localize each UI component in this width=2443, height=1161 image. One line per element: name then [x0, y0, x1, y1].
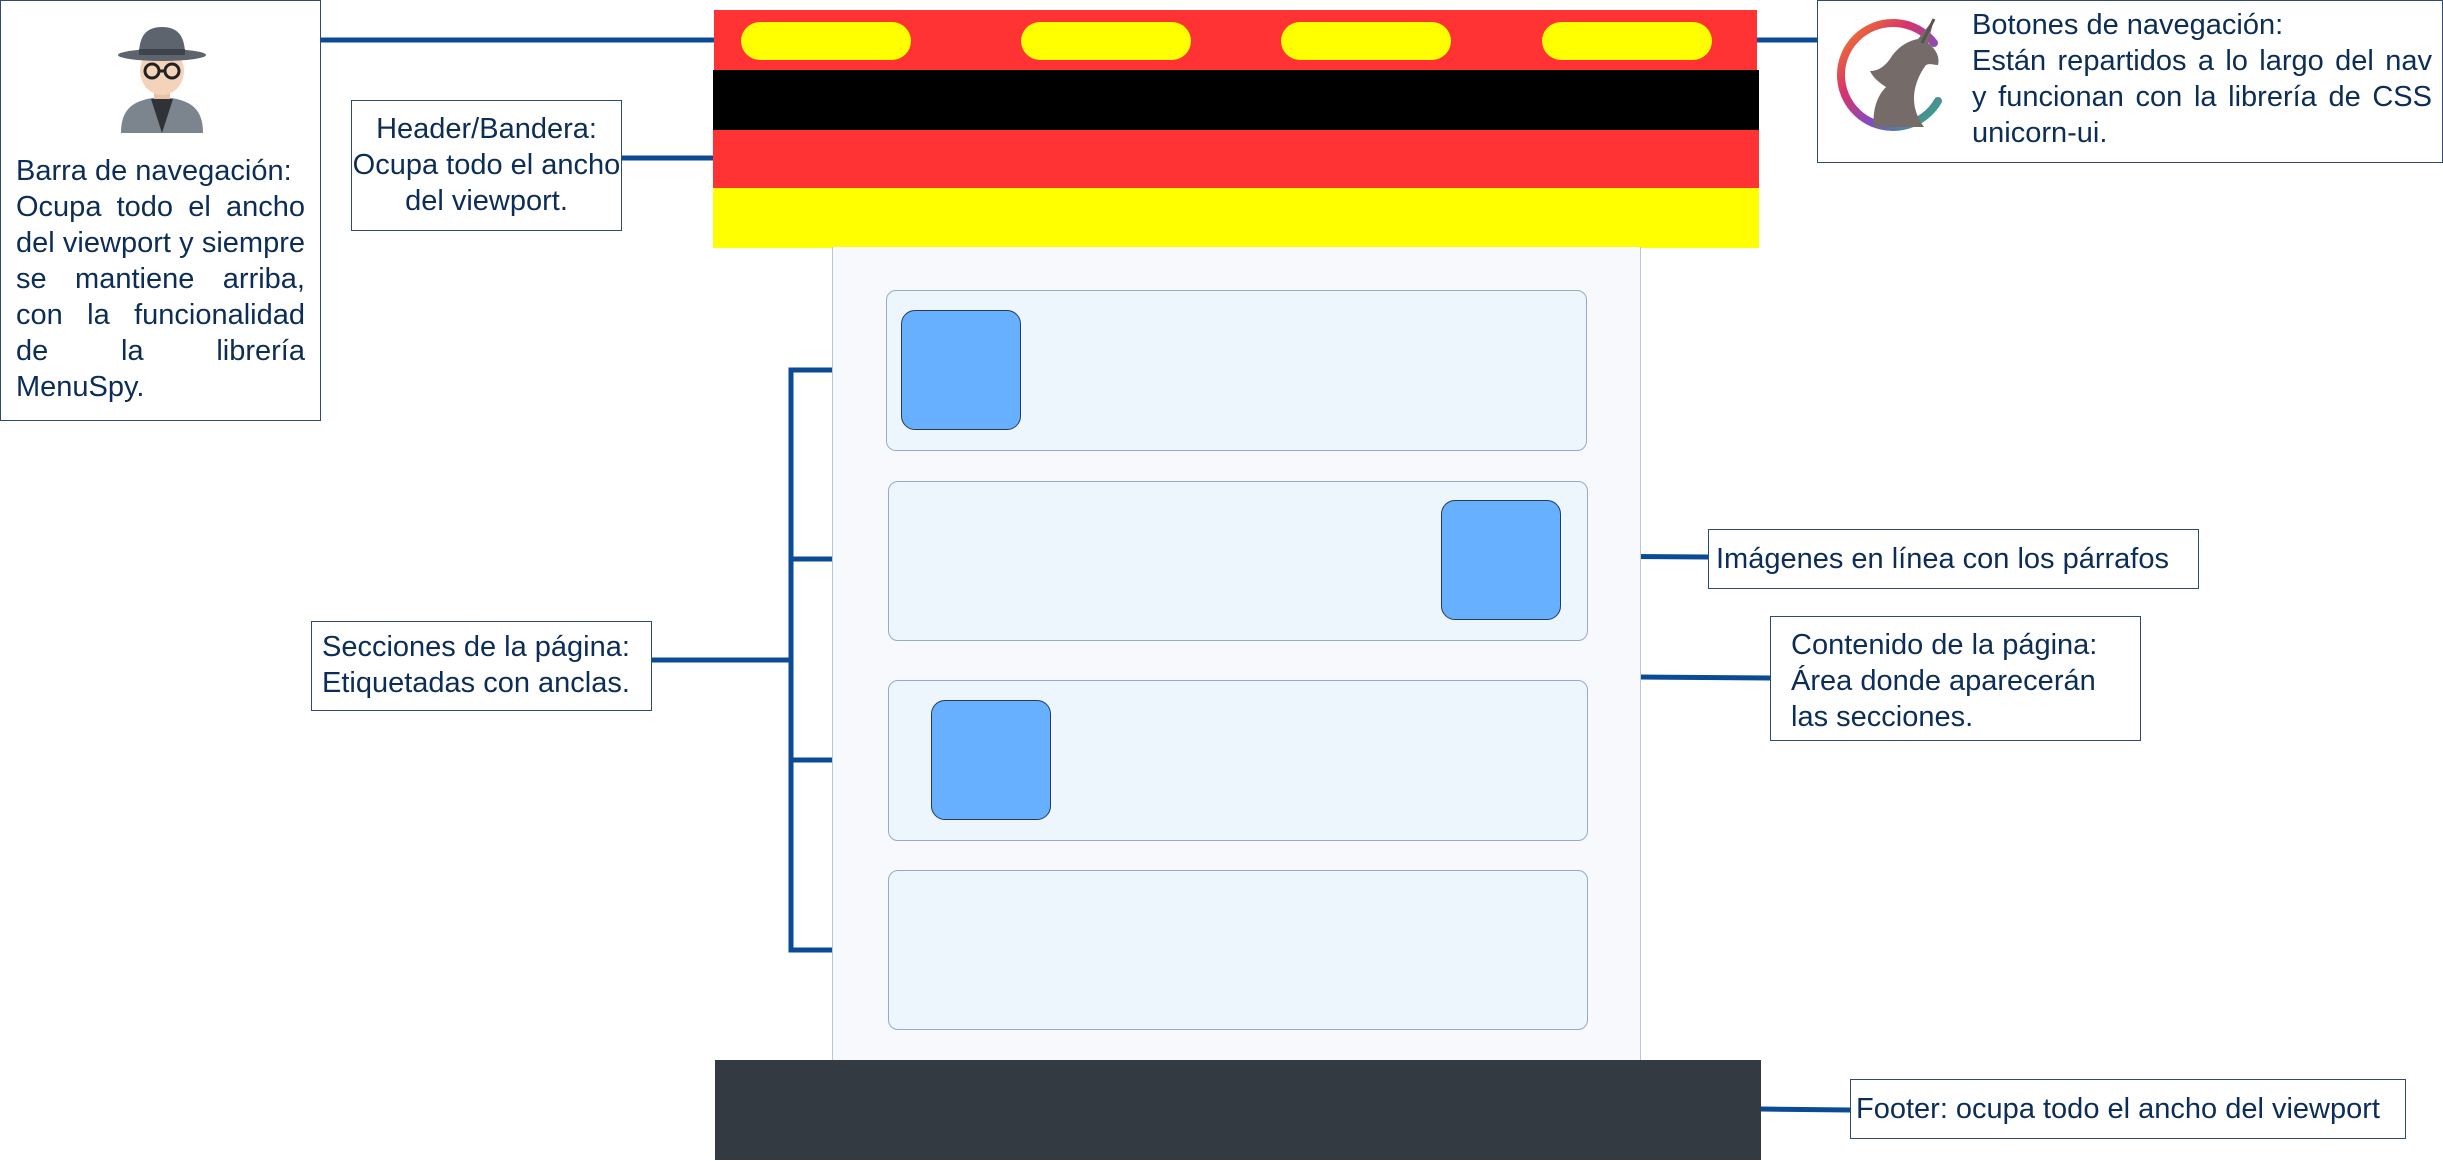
images-annotation-text: Imágenes en línea con los párrafos	[1716, 543, 2169, 575]
unicorn-logo-icon	[1836, 18, 1942, 131]
sections-annotation: Secciones de la página: Etiquetadas con …	[311, 621, 652, 711]
spy-user-icon	[118, 27, 206, 133]
nav-button-placeholder	[741, 22, 911, 60]
nav-button-placeholder	[1021, 22, 1191, 60]
footer-annotation: Footer: ocupa todo el ancho del viewport	[1850, 1079, 2406, 1139]
content-annotation: Contenido de la página: Área donde apare…	[1770, 616, 2141, 741]
connector-content	[1640, 674, 1771, 681]
header-annotation: Header/Bandera: Ocupa todo el ancho del …	[351, 100, 622, 231]
sections-annotation-text: Secciones de la página: Etiquetadas con …	[322, 631, 630, 699]
navbar-annotation: Barra de navegación: Ocupa todo el ancho…	[0, 0, 321, 421]
image-placeholder	[901, 310, 1021, 430]
nav-buttons-annotation-text: Botones de navegación: Están repartidos …	[1972, 9, 2432, 149]
header-annotation-text: Header/Bandera: Ocupa todo el ancho del …	[352, 113, 621, 217]
footer-mockup	[715, 1060, 1761, 1160]
footer-annotation-text: Footer: ocupa todo el ancho del viewport	[1856, 1093, 2380, 1125]
header-flag-black	[713, 70, 1759, 130]
image-placeholder	[931, 700, 1051, 820]
nav-button-placeholder	[1281, 22, 1451, 60]
nav-buttons-annotation: Botones de navegación: Están repartidos …	[1817, 0, 2443, 163]
content-annotation-text: Contenido de la página: Área donde apare…	[1791, 629, 2098, 733]
connector-footer	[1760, 1106, 1851, 1113]
image-placeholder	[1441, 500, 1561, 620]
images-annotation: Imágenes en línea con los párrafos	[1708, 529, 2199, 589]
navbar-annotation-text: Barra de navegación: Ocupa todo el ancho…	[16, 155, 305, 403]
header-flag-red	[713, 130, 1759, 190]
nav-button-placeholder	[1542, 22, 1712, 60]
page-section	[888, 870, 1588, 1030]
header-flag-yellow	[713, 188, 1759, 248]
